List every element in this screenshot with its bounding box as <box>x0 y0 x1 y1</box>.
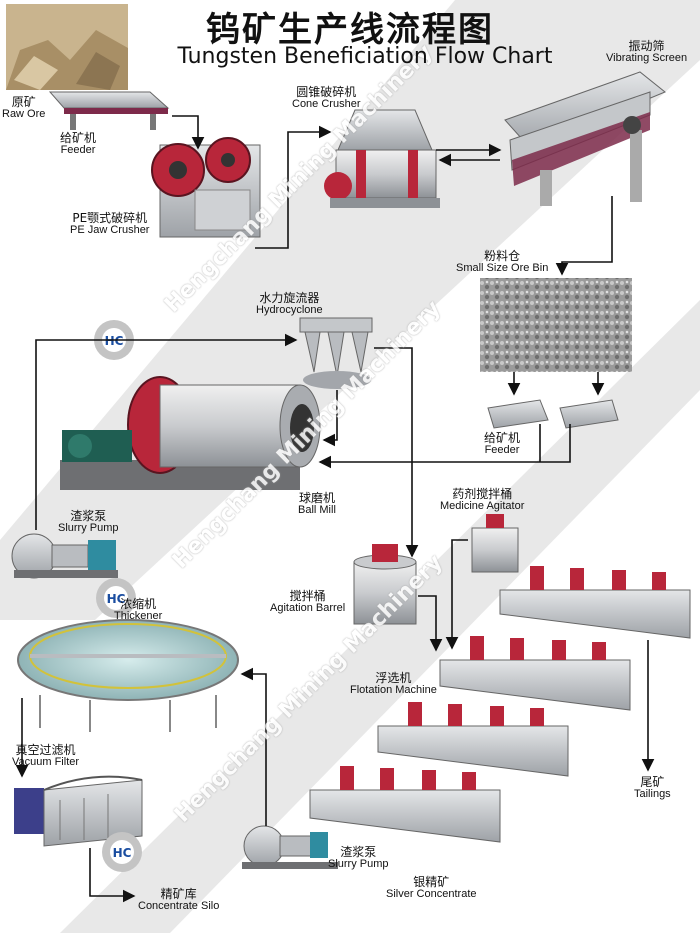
label-hydrocyclone: 水力旋流器 Hydrocyclone <box>256 292 323 316</box>
label-vibrating-screen-en: Vibrating Screen <box>606 51 688 64</box>
label-slurry-pump-1-zh: 渣浆泵 <box>70 509 107 523</box>
arrow-pump2-to-thickener <box>240 667 267 826</box>
label-silver-concentrate-zh: 银精矿 <box>413 875 450 889</box>
label-agitation-barrel-zh: 搅拌桶 <box>289 589 326 603</box>
label-thickener: 浓缩机 Thickener <box>114 598 162 622</box>
cone-crusher-machine <box>324 109 440 208</box>
arrow-filter-to-silo <box>89 848 136 903</box>
medicine-agitator-machine <box>471 514 519 573</box>
thickener-machine <box>17 619 239 732</box>
label-concentrate-silo-zh: 精矿库 <box>160 887 197 901</box>
label-thickener-zh: 浓缩机 <box>120 597 157 611</box>
arrow-pump1-to-hydrocyclone <box>35 333 298 530</box>
hc-logo-2: HC <box>96 578 136 618</box>
label-feeder-bottom-zh: 给矿机 <box>484 431 521 445</box>
label-medicine-agitator-en: Medicine Agitator <box>440 499 525 512</box>
slurry-pump-2-machine <box>242 825 338 869</box>
flotation-bank-3 <box>377 702 569 777</box>
label-medicine-agitator-zh: 药剂搅拌桶 <box>452 487 513 501</box>
raw-ore-image <box>6 4 128 90</box>
feeder-bottom-machines <box>487 399 619 429</box>
label-slurry-pump-2: 渣浆泵 Slurry Pump <box>328 846 389 870</box>
label-feeder-top-zh: 给矿机 <box>60 131 97 145</box>
label-concentrate-silo-en: Concentrate Silo <box>138 899 220 912</box>
slurry-pump-1-machine <box>11 533 118 579</box>
arrow-feeder-right-down <box>318 424 571 469</box>
label-medicine-agitator: 药剂搅拌桶 Medicine Agitator <box>440 488 524 512</box>
label-cone-crusher-zh: 圆锥破碎机 <box>296 85 357 99</box>
svg-text:HC: HC <box>107 592 126 606</box>
label-agitation-barrel: 搅拌桶 Agitation Barrel <box>270 590 345 614</box>
label-slurry-pump-1: 渣浆泵 Slurry Pump <box>58 510 119 534</box>
label-ore-bin-en: Small Size Ore Bin <box>456 261 549 274</box>
label-hydrocyclone-zh: 水力旋流器 <box>259 291 320 305</box>
label-silver-concentrate-en: Silver Concentrate <box>386 887 477 900</box>
hydrocyclone-machine <box>299 317 373 389</box>
label-flotation-machine: 浮选机 Flotation Machine <box>350 672 437 696</box>
arrow-hydrocyclone-to-mill <box>322 390 338 447</box>
label-ore-bin: 粉料仓 Small Size Ore Bin <box>456 250 548 274</box>
svg-text:HC: HC <box>105 334 124 348</box>
label-flotation-machine-en: Flotation Machine <box>350 683 437 696</box>
label-vibrating-screen-zh: 振动筛 <box>628 39 665 53</box>
arrow-agitation-to-flotation <box>418 595 443 652</box>
label-cone-crusher: 圆锥破碎机 Cone Crusher <box>292 86 360 110</box>
label-tailings-zh: 尾矿 <box>640 775 665 789</box>
flotation-bank-2 <box>439 636 631 711</box>
vacuum-filter-machine <box>14 775 143 847</box>
label-feeder-bottom-en: Feeder <box>484 443 520 456</box>
label-feeder-top: 给矿机 Feeder <box>60 132 96 156</box>
label-ball-mill-en: Ball Mill <box>298 503 336 516</box>
label-jaw-crusher-en: PE Jaw Crusher <box>70 223 150 236</box>
ore-bin-image <box>480 278 632 372</box>
flow-arrows <box>15 115 655 903</box>
label-tailings: 尾矿 Tailings <box>634 776 671 800</box>
label-raw-ore-en: Raw Ore <box>2 107 46 120</box>
arrow-agitator-to-flotation <box>445 539 468 650</box>
arrow-feeder-to-jaw <box>172 115 205 150</box>
arrow-jaw-to-cone <box>255 125 332 249</box>
title-chinese: 钨矿生产线流程图 <box>206 10 494 50</box>
label-jaw-crusher: PE颚式破碎机 PE Jaw Crusher <box>70 212 149 236</box>
label-vacuum-filter: 真空过滤机 Vacuum Filter <box>12 744 79 768</box>
svg-text:HC: HC <box>113 846 132 860</box>
label-flotation-machine-zh: 浮选机 <box>375 671 412 685</box>
agitation-barrel-machine <box>353 544 417 625</box>
label-concentrate-silo: 精矿库 Concentrate Silo <box>138 888 219 912</box>
flotation-bank-4 <box>309 766 501 843</box>
arrow-hydrocyclone-to-agitation <box>374 347 419 558</box>
label-raw-ore-zh: 原矿 <box>11 95 36 109</box>
label-jaw-crusher-zh: PE颚式破碎机 <box>72 211 148 225</box>
feeder-top-machine <box>48 91 170 130</box>
label-ball-mill-zh: 球磨机 <box>298 491 335 505</box>
label-slurry-pump-2-en: Slurry Pump <box>328 857 389 870</box>
label-agitation-barrel-en: Agitation Barrel <box>270 601 346 614</box>
label-cone-crusher-en: Cone Crusher <box>292 97 361 110</box>
label-ball-mill: 球磨机 Ball Mill <box>298 492 336 516</box>
label-feeder-bottom: 给矿机 Feeder <box>484 432 520 456</box>
label-hydrocyclone-en: Hydrocyclone <box>256 303 323 316</box>
label-slurry-pump-2-zh: 渣浆泵 <box>340 845 377 859</box>
flotation-bank-1 <box>499 566 691 639</box>
label-ore-bin-zh: 粉料仓 <box>484 249 521 263</box>
label-slurry-pump-1-en: Slurry Pump <box>58 521 119 534</box>
label-vibrating-screen: 振动筛 Vibrating Screen <box>606 40 687 64</box>
ball-mill-machine <box>60 376 321 490</box>
label-vacuum-filter-zh: 真空过滤机 <box>15 743 76 757</box>
arrow-screen-to-bin <box>555 196 613 276</box>
label-feeder-top-en: Feeder <box>60 143 96 156</box>
hc-logo-1: HC <box>94 320 134 360</box>
hc-logo-3: HC <box>102 832 142 872</box>
label-thickener-en: Thickener <box>114 609 163 622</box>
jaw-crusher-machine <box>151 137 261 238</box>
label-tailings-en: Tailings <box>634 787 671 800</box>
title-english: Tungsten Beneficiation Flow Chart <box>177 44 553 69</box>
label-vacuum-filter-en: Vacuum Filter <box>12 755 80 768</box>
vibrating-screen-machine <box>504 71 666 206</box>
label-raw-ore: 原矿 Raw Ore <box>2 96 45 120</box>
label-silver-concentrate: 银精矿 Silver Concentrate <box>386 876 477 900</box>
